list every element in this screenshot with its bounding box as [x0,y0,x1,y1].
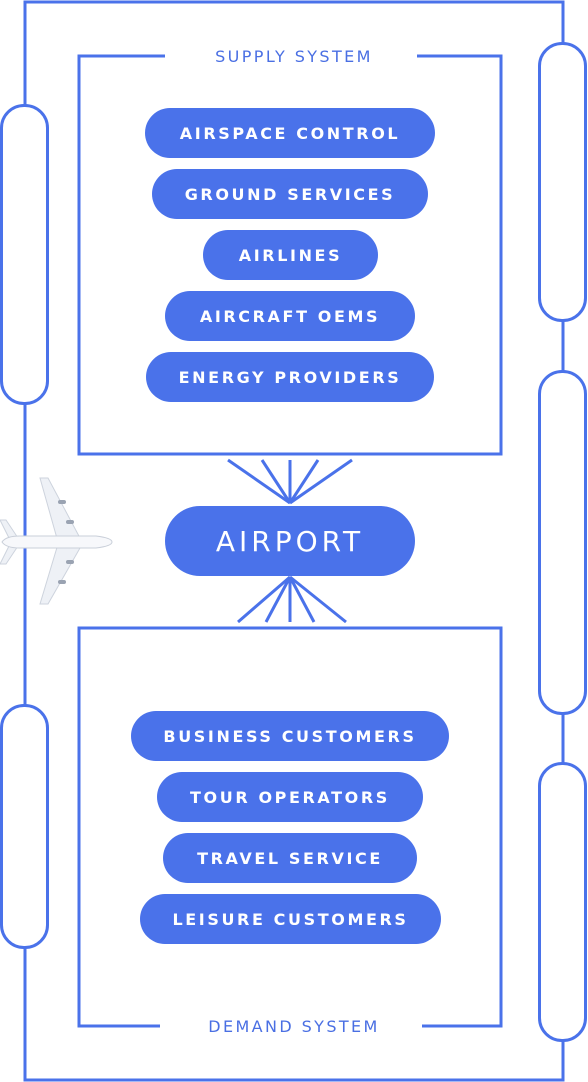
demand-connector-rays [237,575,347,624]
supply-item-airlines: AIRLINES [203,230,378,280]
left-rail-top [0,104,49,405]
demand-item-business-customers: BUSINESS CUSTOMERS [131,711,449,761]
supply-system-title: SUPPLY SYSTEM [215,47,373,66]
supply-item-energy-providers: ENERGY PROVIDERS [146,352,434,402]
airport-node: AIRPORT [165,506,415,576]
supply-item-aircraft-oems: AIRCRAFT OEMS [165,291,415,341]
airplane-icon [0,477,113,605]
supply-item-ground-services: GROUND SERVICES [152,169,428,219]
demand-item-tour-operators: TOUR OPERATORS [157,772,423,822]
right-rail-3 [538,762,587,1042]
demand-item-leisure-customers: LEISURE CUSTOMERS [140,894,441,944]
right-rail-1 [538,42,587,322]
supply-connector-rays [227,458,353,505]
supply-item-airspace-control: AIRSPACE CONTROL [145,108,435,158]
right-rail-2 [538,370,587,715]
demand-system-title: DEMAND SYSTEM [208,1017,380,1036]
demand-item-travel-service: TRAVEL SERVICE [163,833,417,883]
left-rail-bottom [0,704,49,949]
